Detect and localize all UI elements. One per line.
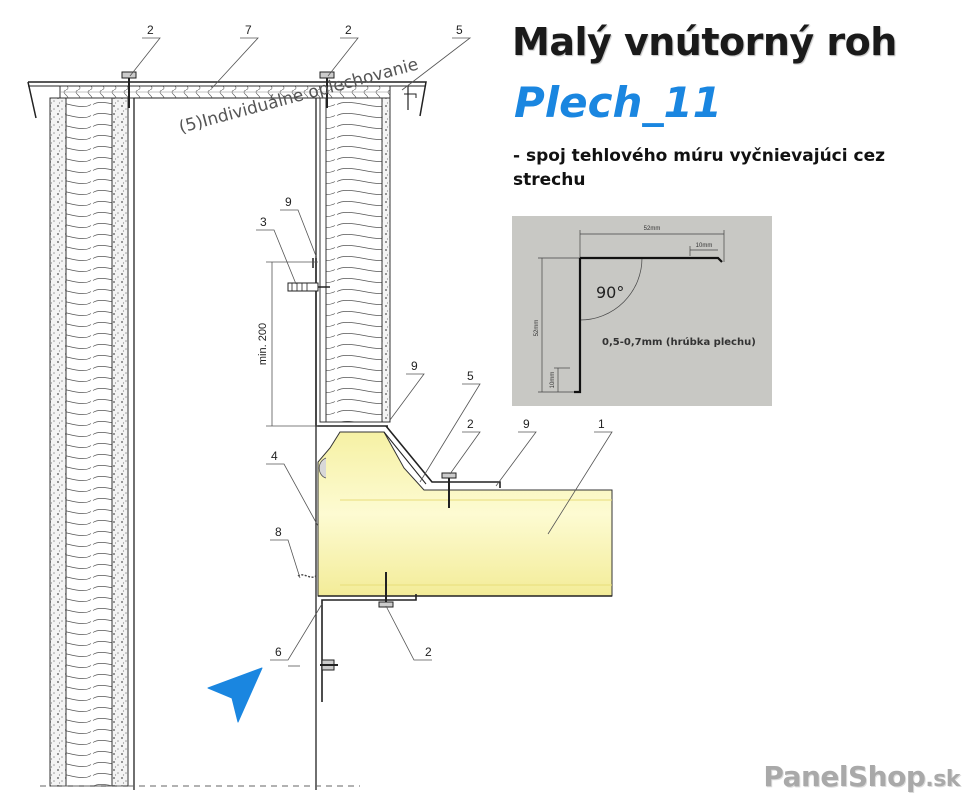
callout-9-panel: 9 — [523, 417, 530, 431]
callout-2-roof-left: 2 — [147, 23, 154, 37]
profile-drawing: 52mm 10mm 52mm 10mm 90° 0,5-0,7mm (hrúbk… — [534, 226, 756, 394]
product-code: Plech_11 — [514, 78, 722, 127]
brand-name: PanelShop — [763, 760, 926, 793]
profile-cross-section: 52mm 10mm 52mm 10mm 90° 0,5-0,7mm (hrúbk… — [512, 216, 772, 406]
brand-suffix: .sk — [925, 767, 960, 792]
left-wall-panel — [49, 97, 135, 787]
roof-screw-left — [121, 71, 137, 108]
callout-2-panel-bottom: 2 — [425, 645, 432, 659]
callout-5-roof: 5 — [456, 23, 463, 37]
callout-7: 7 — [245, 23, 252, 37]
panel-screw-bottom — [378, 572, 394, 608]
profile-height-label: 52mm — [534, 320, 540, 337]
profile-bottom-lip-label: 10mm — [550, 372, 556, 389]
dimension-label: min. 200 — [257, 323, 269, 365]
callout-leaders — [129, 37, 613, 667]
cursor-arrow-icon — [207, 667, 263, 723]
right-upper-wall-panel — [319, 97, 391, 423]
gasket — [297, 574, 317, 578]
bottom-flashing — [320, 594, 417, 702]
callout-5-slope: 5 — [467, 369, 474, 383]
roof-cap-flashing — [27, 81, 427, 119]
profile-thickness-label: 0,5-0,7mm (hrúbka plechu) — [602, 336, 756, 348]
callout-1: 1 — [598, 417, 605, 431]
profile-width-label: 52mm — [644, 226, 661, 232]
panel-screw-top — [441, 472, 457, 508]
callout-2-roof-right: 2 — [345, 23, 352, 37]
roof-screw-right — [319, 71, 335, 108]
callout-2-panel-top: 2 — [467, 417, 474, 431]
profile-lip-label: 10mm — [696, 243, 713, 249]
profile-angle-label: 90° — [596, 283, 624, 302]
dimension-min-200: min. 200 — [257, 261, 318, 427]
page-title: Malý vnútorný roh — [512, 20, 897, 64]
callout-8: 8 — [275, 525, 282, 539]
callout-9-upper: 9 — [285, 195, 292, 209]
product-description: - spoj tehlového múru vyčnievajúci cez s… — [513, 146, 885, 190]
brand-logo: PanelShop.sk — [763, 760, 960, 793]
callout-6: 6 — [275, 645, 282, 659]
sandwich-roof-panel — [317, 431, 613, 597]
callout-4: 4 — [271, 449, 278, 463]
sloped-flashing — [383, 425, 501, 488]
brick-wall-outline — [40, 97, 360, 790]
callout-9-mid: 9 — [411, 359, 418, 373]
callout-3: 3 — [260, 215, 267, 229]
wall-dowel — [287, 282, 330, 292]
